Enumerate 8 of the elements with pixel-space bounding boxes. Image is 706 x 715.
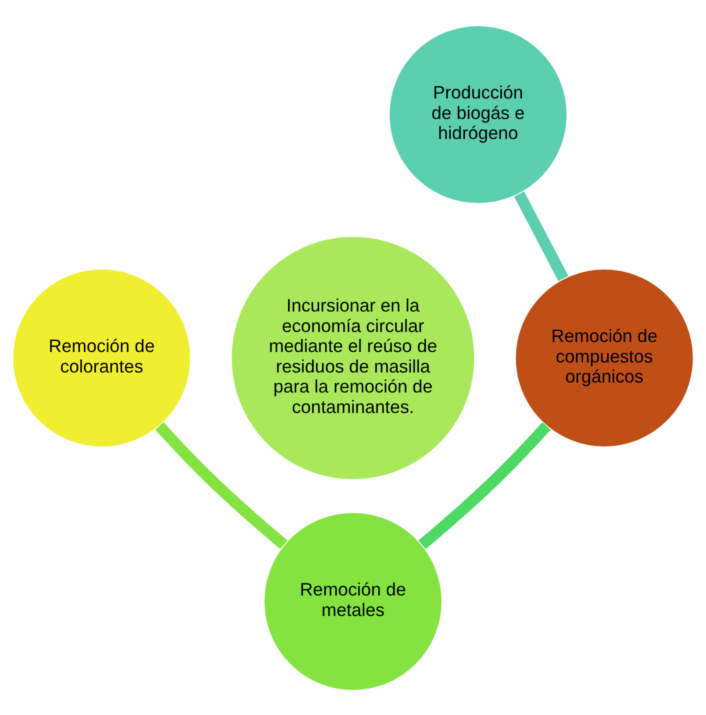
node-circle: Incursionar en la economía circular mediante el reúso de residuos de masilla para la remoción de contaminantes. [230,235,476,480]
connector [155,422,288,549]
node-circle: Producción de biogás e hidrógeno [388,24,568,204]
node-circle: Remoción de metales [263,511,443,691]
connector [514,190,568,281]
connector [418,422,551,549]
node-circle: Remoción de colorantes [12,268,192,448]
node-circle: Remoción de compuestos orgánicos [514,268,694,448]
